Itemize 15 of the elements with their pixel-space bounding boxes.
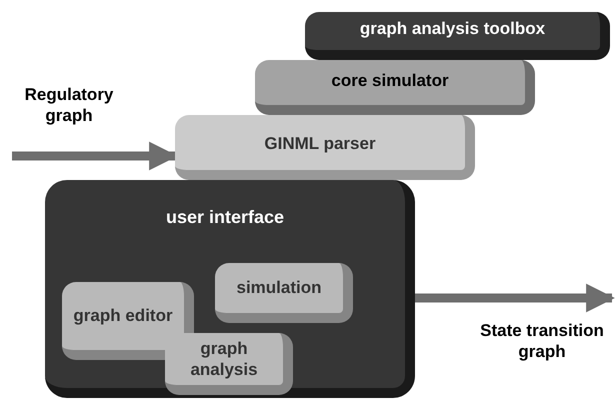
block-label: simulation <box>235 277 322 300</box>
block-box <box>255 60 535 115</box>
block-box <box>45 180 415 398</box>
block-label: user interface <box>164 206 286 229</box>
block-box <box>215 263 353 323</box>
block-box <box>62 282 194 360</box>
block-box <box>175 115 475 180</box>
block-label: GINML parser <box>263 133 377 155</box>
block-label: core simulator <box>330 70 450 92</box>
block-box <box>305 12 610 60</box>
block-box <box>165 333 293 395</box>
block-label: graph analysis <box>189 338 259 380</box>
block-label: graph analysis toolbox <box>358 18 546 40</box>
arrow <box>415 284 615 312</box>
block-label: graph editor <box>72 305 174 327</box>
